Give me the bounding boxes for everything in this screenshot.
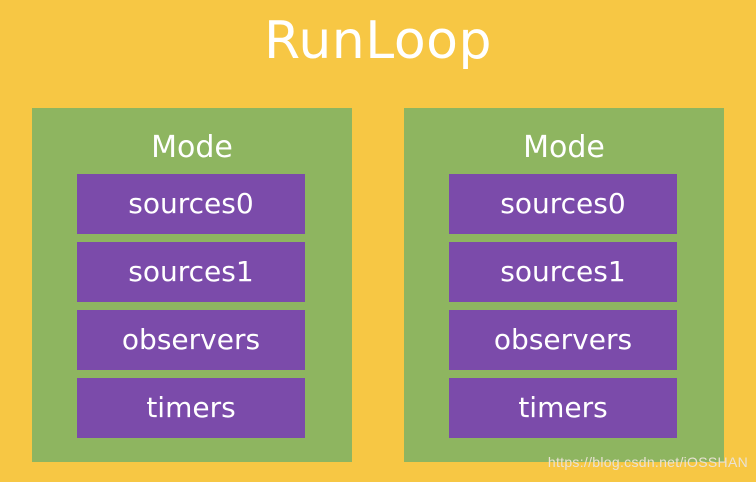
sources1-box: sources1	[449, 242, 677, 302]
sources1-box: sources1	[77, 242, 305, 302]
mode-label: Mode	[151, 130, 233, 165]
observers-box: observers	[77, 310, 305, 370]
timers-box: timers	[77, 378, 305, 438]
sources0-box: sources0	[449, 174, 677, 234]
runloop-title: RunLoop	[264, 11, 492, 71]
mode-box-right: Mode sources0 sources1 observers timers	[404, 108, 724, 462]
observers-box: observers	[449, 310, 677, 370]
watermark-text: https://blog.csdn.net/iOSSHAN	[547, 454, 748, 470]
timers-box: timers	[449, 378, 677, 438]
sources0-box: sources0	[77, 174, 305, 234]
mode-label: Mode	[523, 130, 605, 165]
mode-box-left: Mode sources0 sources1 observers timers	[32, 108, 352, 462]
